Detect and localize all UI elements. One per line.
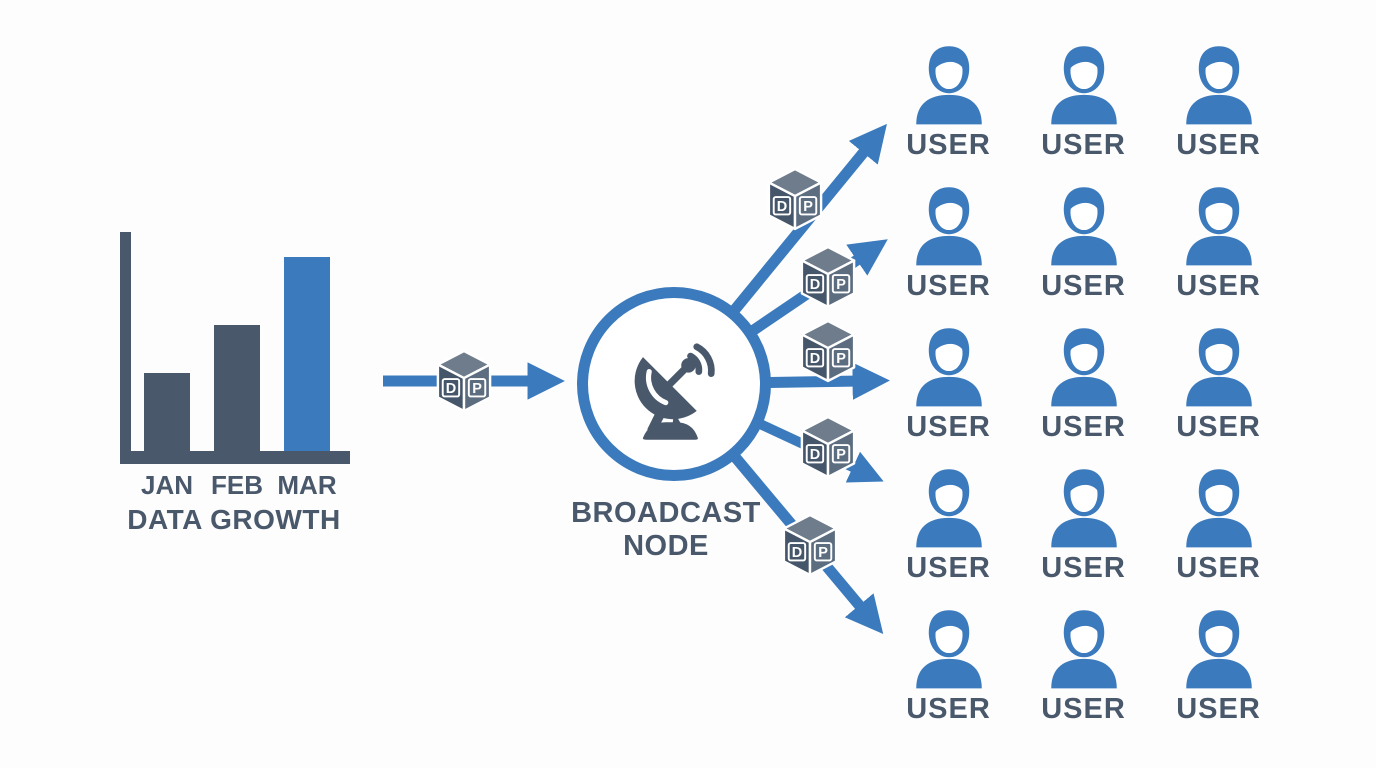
person-icon [1185, 187, 1252, 266]
user-node: USER [1175, 183, 1263, 324]
user-label: USER [906, 129, 991, 161]
y-axis [120, 232, 131, 464]
data-growth-chart: JAN FEB MAR DATA GROWTH [118, 230, 350, 542]
bar-jan [144, 373, 190, 451]
person-icon [915, 469, 982, 548]
bar-mar [284, 257, 330, 451]
user-label: USER [906, 552, 991, 584]
person-icon [1185, 469, 1252, 548]
user-label: USER [1176, 411, 1261, 443]
user-node: USER [1040, 465, 1128, 606]
user-node: USER [905, 606, 993, 747]
user-label: USER [1176, 270, 1261, 302]
user-label: USER [906, 270, 991, 302]
x-tick-label: FEB [211, 470, 263, 500]
user-label: USER [1041, 129, 1126, 161]
user-node: USER [1175, 606, 1263, 747]
user-label: USER [1041, 693, 1126, 725]
person-icon [1185, 328, 1252, 407]
person-icon [1050, 187, 1117, 266]
x-tick-label: MAR [277, 470, 337, 500]
user-node: USER [905, 465, 993, 606]
user-node: USER [1040, 183, 1128, 324]
satellite-dish-icon [634, 343, 715, 440]
bar-feb [214, 325, 260, 451]
user-label: USER [906, 411, 991, 443]
user-node: USER [1040, 324, 1128, 465]
person-icon [915, 328, 982, 407]
person-icon [915, 610, 982, 689]
person-icon [915, 187, 982, 266]
user-label: USER [1041, 552, 1126, 584]
person-icon [1050, 46, 1117, 125]
broadcast-node-label: BROADCAST NODE [571, 497, 761, 562]
person-icon [1185, 46, 1252, 125]
user-node: USER [905, 183, 993, 324]
user-label: USER [1176, 129, 1261, 161]
user-node: USER [905, 324, 993, 465]
user-node: USER [1040, 42, 1128, 183]
person-icon [1050, 469, 1117, 548]
user-node: USER [1175, 465, 1263, 606]
user-grid: USER USER USER [881, 42, 1286, 747]
chart-xlabels: JAN FEB MAR [131, 470, 350, 501]
user-label: USER [1041, 270, 1126, 302]
x-axis [120, 451, 350, 464]
person-icon [915, 46, 982, 125]
person-icon [1050, 328, 1117, 407]
x-tick-label: JAN [141, 470, 194, 500]
broadcast-node [577, 287, 771, 481]
user-node: USER [1175, 42, 1263, 183]
user-node: USER [1040, 606, 1128, 747]
chart-bars [131, 257, 350, 451]
user-label: USER [1041, 411, 1126, 443]
chart-title: DATA GROWTH [127, 504, 341, 535]
user-node: USER [905, 42, 993, 183]
chart-plot [118, 230, 350, 464]
person-icon [1185, 610, 1252, 689]
user-label: USER [906, 693, 991, 725]
person-icon [1050, 610, 1117, 689]
user-label: USER [1176, 552, 1261, 584]
user-label: USER [1176, 693, 1261, 725]
user-node: USER [1175, 324, 1263, 465]
